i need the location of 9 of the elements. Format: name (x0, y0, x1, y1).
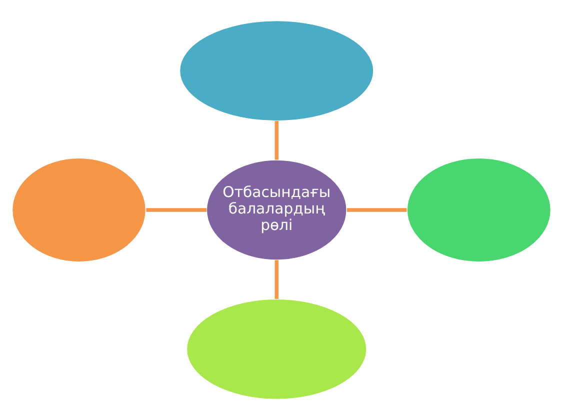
connector (146, 208, 207, 212)
connector (274, 260, 278, 299)
node-ellipse: Отбасындағы балалардың рөлі (206, 159, 348, 261)
node-ellipse (406, 158, 552, 262)
node-ellipse (12, 158, 146, 262)
connector (274, 120, 278, 160)
node-ellipse (186, 298, 368, 400)
connector (346, 208, 407, 212)
node-ellipse (179, 20, 374, 122)
